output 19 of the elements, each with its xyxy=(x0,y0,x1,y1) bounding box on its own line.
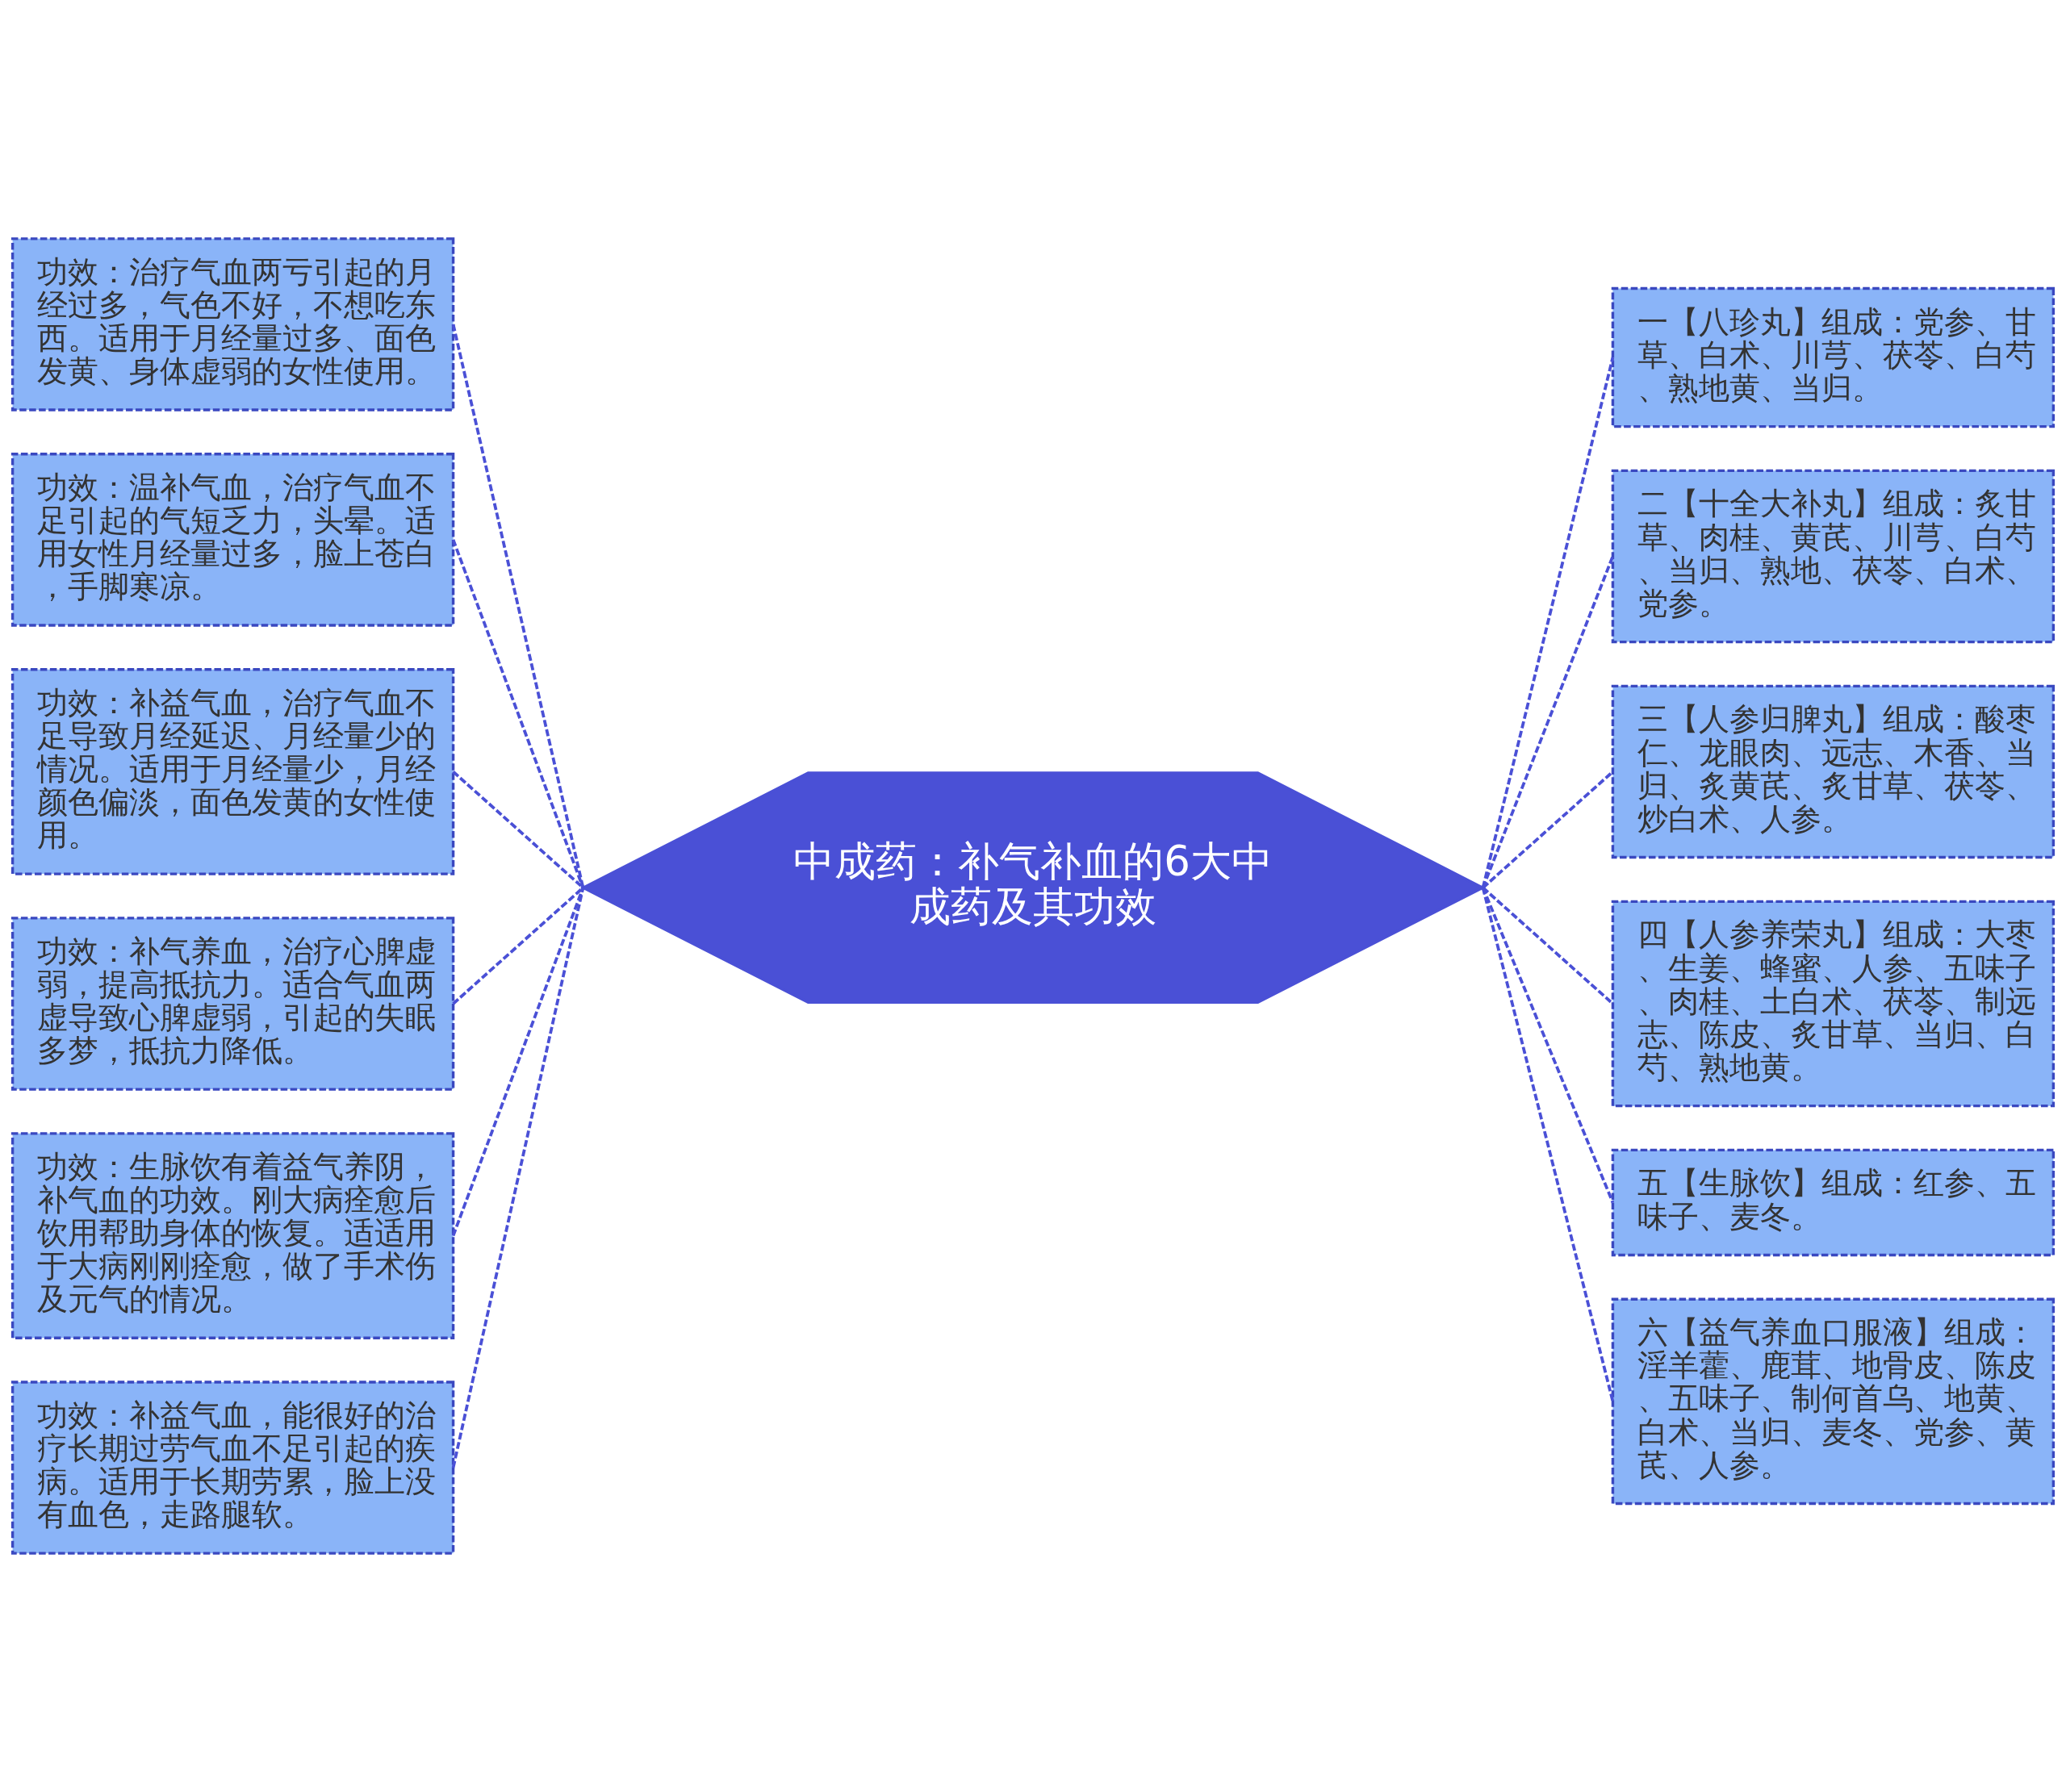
node-box: 功效：生脉饮有着益气养阴，补气血的功效。刚大病痊愈后饮用帮助身体的恢复。适适用于大病刚刚痊愈，做了手术伤及元气的情况。 xyxy=(10,1132,455,1339)
connector xyxy=(451,887,585,1468)
node-box: 二【十全大补丸】组成：炙甘草、肉桂、黄芪、川芎、白芍、当归、熟地、茯苓、白术、党参。 xyxy=(1611,469,2056,644)
node-box: 三【人参归脾丸】组成：酸枣仁、龙眼肉、远志、木香、当归、炙黄芪、炙甘草、茯苓、炒白术、人参。 xyxy=(1611,684,2056,859)
node-box: 五【生脉饮】组成：红参、五味子、麦冬。 xyxy=(1611,1148,2056,1257)
node-box: 一【八珍丸】组成：党参、甘草、白术、川芎、茯苓、白芍、熟地黄、当归。 xyxy=(1611,286,2056,428)
node-box: 六【益气养血口服液】组成：淫羊藿、鹿茸、地骨皮、陈皮、五味子、制何首乌、地黄、白术、当归、麦冬、党参、黄芪、人参。 xyxy=(1611,1297,2056,1506)
node-box: 功效：补气养血，治疗心脾虚弱，提高抵抗力。适合气血两虚导致心脾虚弱，引起的失眠多梦，抵抗力降低。 xyxy=(10,917,455,1091)
connector xyxy=(1481,555,1615,888)
node-box: 功效：治疗气血两亏引起的月经过多，气色不好，不想吃东西。适用于月经量过多、面色发黄、身体虚弱的女性使用。 xyxy=(10,237,455,411)
connector xyxy=(1481,887,1615,1402)
node-box: 功效：补益气血，治疗气血不足导致月经延迟、月经量少的情况。适用于月经量少，月经颜色偏淡，面色发黄的女性使用。 xyxy=(10,668,455,875)
connector xyxy=(1481,357,1615,888)
node-box: 四【人参养荣丸】组成：大枣、生姜、蜂蜜、人参、五味子、肉桂、土白术、茯苓、制远志、陈皮、炙甘草、当归、白芍、熟地黄。 xyxy=(1611,900,2056,1108)
connector xyxy=(1481,887,1615,1204)
connector xyxy=(451,324,585,888)
node-box: 功效：补益气血，能很好的治疗长期过劳气血不足引起的疾病。适用于长期劳累，脸上没有血色，走路腿软。 xyxy=(10,1381,455,1555)
connector xyxy=(451,539,585,888)
node-box: 功效：温补气血，治疗气血不足引起的气短乏力，头晕。适用女性月经量过多，脸上苍白，手脚寒凉。 xyxy=(10,453,455,627)
